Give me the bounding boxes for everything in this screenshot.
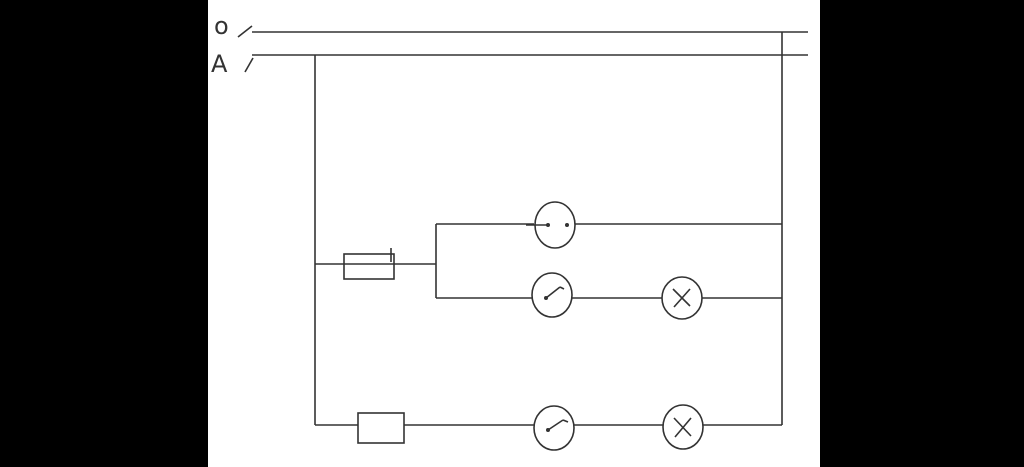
- circuit-diagram: o A: [211, 12, 808, 451]
- diagram-canvas: o A: [208, 0, 820, 467]
- middle-lamp: [661, 276, 703, 320]
- line-a-label: A: [211, 50, 228, 78]
- bottom-lamp: [662, 404, 704, 450]
- line-a-break-mark: [244, 57, 254, 73]
- upper-fuse: [343, 248, 395, 280]
- middle-switch: [531, 272, 573, 318]
- socket: [526, 201, 576, 249]
- bottom-switch: [533, 405, 575, 451]
- bottom-fuse: [357, 412, 405, 444]
- line-o-label: o: [214, 12, 229, 40]
- line-o-break-mark: [237, 25, 253, 38]
